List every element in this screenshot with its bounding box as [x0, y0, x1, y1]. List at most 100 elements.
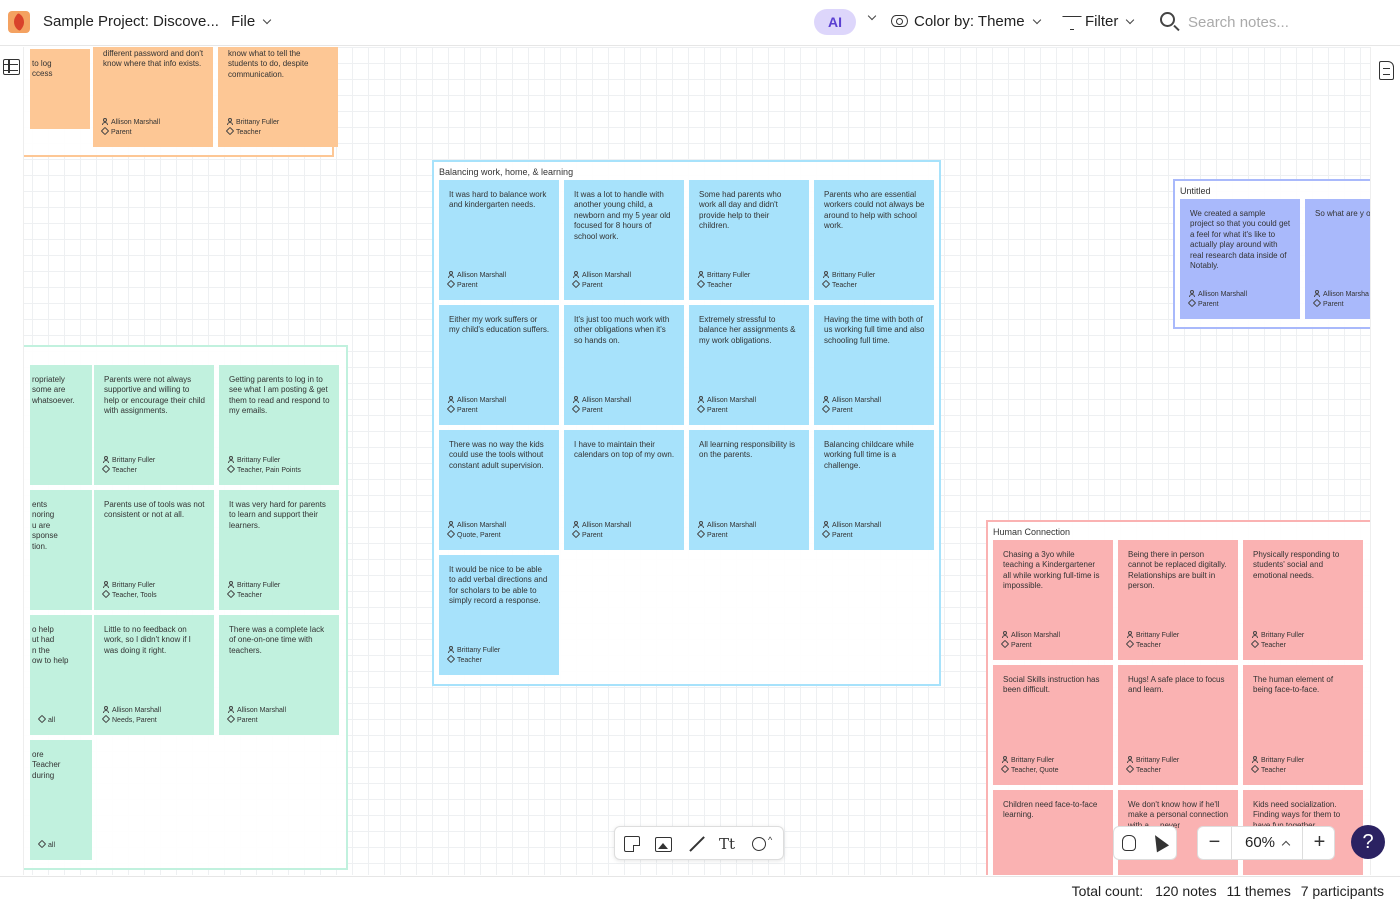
- file-menu-label: File: [231, 13, 256, 30]
- person-icon: [227, 118, 233, 125]
- sticky-note[interactable]: There was no way the kids could use the …: [439, 430, 559, 550]
- ai-chevron-down-icon[interactable]: [867, 11, 877, 21]
- person-icon: [698, 396, 704, 403]
- filter-icon: [1063, 18, 1079, 28]
- search-input[interactable]: [1188, 11, 1378, 33]
- tag-icon: [1312, 298, 1322, 308]
- search-icon: [1160, 12, 1175, 27]
- sticky-note[interactable]: All learning responsibility is on the pa…: [689, 430, 809, 550]
- theme-green[interactable]: ropriately some are whatsoever.Parents w…: [14, 345, 348, 870]
- theme-human-connection[interactable]: Human Connection Chasing a 3yo while tea…: [986, 520, 1400, 875]
- text-tool-icon[interactable]: Tt: [719, 835, 736, 853]
- right-rail: [1370, 47, 1400, 875]
- sticky-note[interactable]: ents noring u are sponse tion.: [30, 490, 92, 610]
- top-bar: Sample Project: Discove... File AI Color…: [0, 0, 1400, 46]
- sticky-note[interactable]: Parents who are essential workers could …: [814, 180, 934, 300]
- image-tool-icon[interactable]: [655, 837, 672, 852]
- eye-icon: [891, 15, 908, 27]
- document-icon[interactable]: [1379, 61, 1394, 80]
- zoom-in-button[interactable]: +: [1302, 827, 1336, 859]
- sticky-note[interactable]: Parents were not always supportive and w…: [94, 365, 214, 485]
- sticky-note[interactable]: Parents use of tools was not consistent …: [94, 490, 214, 610]
- sticky-note[interactable]: Being there in person cannot be replaced…: [1118, 540, 1238, 660]
- tag-icon: [37, 714, 47, 724]
- whiteboard-canvas[interactable]: to log ccess different password and don'…: [0, 47, 1400, 875]
- sticky-note[interactable]: Social Skills instruction has been diffi…: [993, 665, 1113, 785]
- theme-title[interactable]: Balancing work, home, & learning: [439, 167, 574, 177]
- sticky-note[interactable]: Hugs! A safe place to focus and learn.Br…: [1118, 665, 1238, 785]
- theme-title[interactable]: Untitled: [1180, 186, 1211, 196]
- sticky-note[interactable]: The human element of being face-to-face.…: [1243, 665, 1363, 785]
- search-box: [1160, 11, 1380, 35]
- sticky-note[interactable]: It was hard to balance work and kinderga…: [439, 180, 559, 300]
- table-view-icon[interactable]: [3, 59, 20, 75]
- sticky-note[interactable]: know what to tell the students to do, de…: [218, 47, 338, 147]
- color-by-dropdown[interactable]: Color by: Theme: [891, 13, 1041, 30]
- app-logo-icon[interactable]: [8, 11, 30, 33]
- sticky-note[interactable]: Having the time with both of us working …: [814, 305, 934, 425]
- color-by-label: Color by: Theme: [914, 13, 1025, 30]
- sticky-note[interactable]: There was a complete lack of one-on-one …: [219, 615, 339, 735]
- left-rail: [0, 47, 24, 875]
- sticky-note[interactable]: We created a sample project so that you …: [1180, 199, 1300, 319]
- ai-button[interactable]: AI: [814, 9, 856, 35]
- zoom-level-dropdown[interactable]: 60%: [1232, 827, 1302, 859]
- person-icon: [1252, 756, 1258, 763]
- chevron-up-icon: [1281, 840, 1291, 850]
- cursor-icon[interactable]: [1148, 831, 1170, 853]
- theme-balancing[interactable]: Balancing work, home, & learning It was …: [432, 160, 941, 686]
- chevron-down-icon: [1032, 15, 1041, 25]
- sticky-note[interactable]: Extremely stressful to balance her assig…: [689, 305, 809, 425]
- sticky-note-tool-icon[interactable]: [624, 836, 640, 852]
- sticky-note[interactable]: It was very hard for parents to learn an…: [219, 490, 339, 610]
- person-icon: [228, 456, 234, 463]
- person-icon: [1252, 631, 1258, 638]
- tag-icon: [226, 589, 236, 599]
- shape-tool-icon[interactable]: [752, 835, 772, 851]
- help-button[interactable]: ?: [1351, 825, 1385, 859]
- sticky-note[interactable]: ropriately some are whatsoever.: [30, 365, 92, 485]
- sticky-note[interactable]: Balancing childcare while working full t…: [814, 430, 934, 550]
- sticky-note[interactable]: It's just too much work with other oblig…: [564, 305, 684, 425]
- tag-icon: [821, 404, 831, 414]
- tag-icon: [446, 404, 456, 414]
- sticky-note[interactable]: It would be nice to be able to add verba…: [439, 555, 559, 675]
- tag-icon: [696, 529, 706, 539]
- person-icon: [448, 521, 454, 528]
- sticky-note[interactable]: Little to no feedback on work, so I didn…: [94, 615, 214, 735]
- hand-icon[interactable]: [1122, 835, 1136, 851]
- person-icon: [698, 521, 704, 528]
- person-icon: [228, 706, 234, 713]
- person-icon: [573, 271, 579, 278]
- file-menu[interactable]: File: [231, 13, 272, 30]
- sticky-note[interactable]: It was a lot to handle with another youn…: [564, 180, 684, 300]
- person-icon: [1002, 631, 1008, 638]
- sticky-note[interactable]: Chasing a 3yo while teaching a Kindergar…: [993, 540, 1113, 660]
- sticky-note[interactable]: Getting parents to log in to see what I …: [219, 365, 339, 485]
- zoom-level-value: 60%: [1244, 834, 1276, 851]
- filter-dropdown[interactable]: Filter: [1063, 13, 1135, 30]
- sticky-note[interactable]: to log ccess: [30, 49, 90, 129]
- zoom-out-button[interactable]: −: [1198, 827, 1232, 859]
- sticky-note[interactable]: I have to maintain their calendars on to…: [564, 430, 684, 550]
- tag-icon: [696, 279, 706, 289]
- sticky-note[interactable]: Some had parents who work all day and di…: [689, 180, 809, 300]
- drawing-toolbar: Tt: [614, 826, 784, 860]
- project-title[interactable]: Sample Project: Discove...: [43, 13, 219, 30]
- theme-untitled[interactable]: Untitled We created a sample project so …: [1173, 179, 1400, 329]
- person-icon: [1002, 756, 1008, 763]
- person-icon: [103, 456, 109, 463]
- person-icon: [1314, 290, 1320, 297]
- theme-orange[interactable]: to log ccess different password and don'…: [14, 47, 338, 157]
- sticky-note[interactable]: Either my work suffers or my child's edu…: [439, 305, 559, 425]
- theme-title[interactable]: Human Connection: [993, 527, 1071, 537]
- chevron-down-icon: [262, 15, 272, 25]
- line-tool-icon[interactable]: [687, 834, 707, 854]
- tag-icon: [101, 589, 111, 599]
- sticky-note[interactable]: different password and don't know where …: [93, 47, 213, 147]
- sticky-note[interactable]: Physically responding to students' socia…: [1243, 540, 1363, 660]
- sticky-note[interactable]: Children need face-to-face learning.: [993, 790, 1113, 875]
- participants-count: 7 participants: [1300, 883, 1384, 899]
